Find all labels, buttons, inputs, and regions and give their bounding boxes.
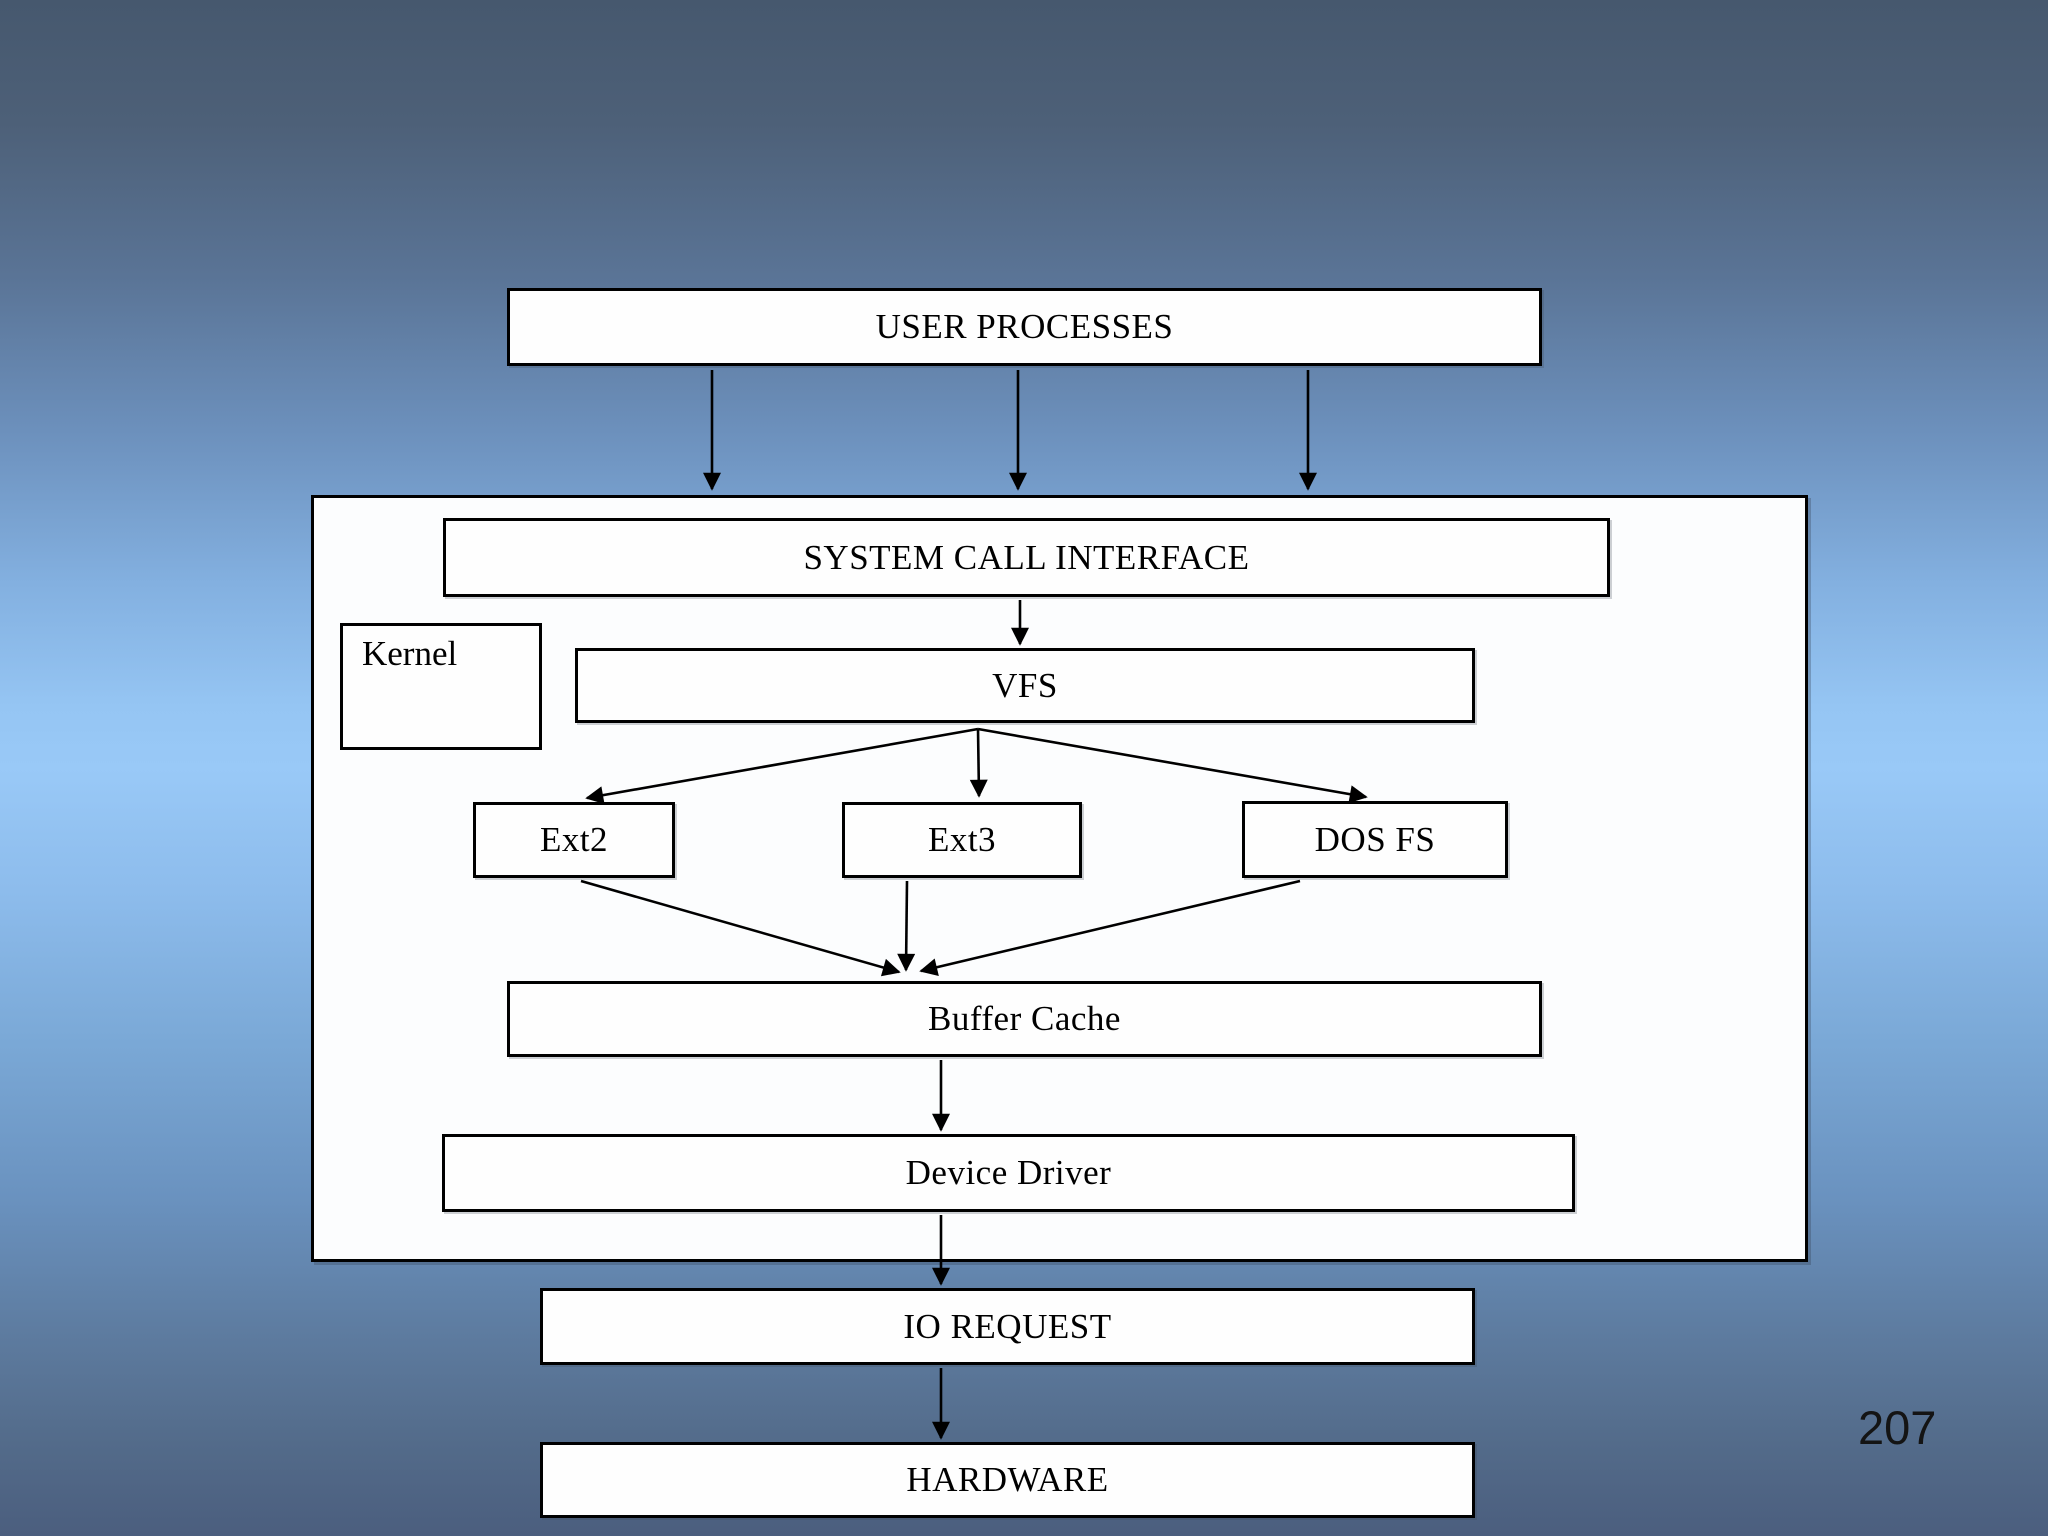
kernel-label-box: Kernel [340, 623, 542, 750]
node-dos-fs-label: DOS FS [1314, 819, 1436, 859]
node-system-call-interface: SYSTEM CALL INTERFACE [443, 518, 1610, 597]
node-ext2-label: Ext2 [539, 820, 609, 859]
page-number: 207 [1858, 1401, 1937, 1454]
node-vfs: VFS [575, 648, 1475, 723]
node-io-request-label: IO REQUEST [903, 1306, 1112, 1346]
node-ext3: Ext3 [842, 802, 1082, 878]
node-device-driver: Device Driver [442, 1134, 1575, 1212]
node-user-processes-label: USER PROCESSES [875, 307, 1174, 346]
node-hardware-label: HARDWARE [906, 1460, 1109, 1499]
node-dos-fs: DOS FS [1242, 801, 1508, 878]
node-io-request: IO REQUEST [540, 1288, 1475, 1365]
node-buffer-cache: Buffer Cache [507, 981, 1542, 1057]
node-system-call-interface-label: SYSTEM CALL INTERFACE [803, 537, 1250, 577]
node-user-processes: USER PROCESSES [507, 288, 1542, 366]
node-ext2: Ext2 [473, 802, 675, 878]
kernel-label: Kernel [362, 634, 458, 673]
node-ext3-label: Ext3 [927, 820, 997, 859]
node-hardware: HARDWARE [540, 1442, 1475, 1518]
node-vfs-label: VFS [992, 665, 1058, 705]
node-device-driver-label: Device Driver [905, 1153, 1112, 1192]
node-buffer-cache-label: Buffer Cache [928, 999, 1121, 1038]
